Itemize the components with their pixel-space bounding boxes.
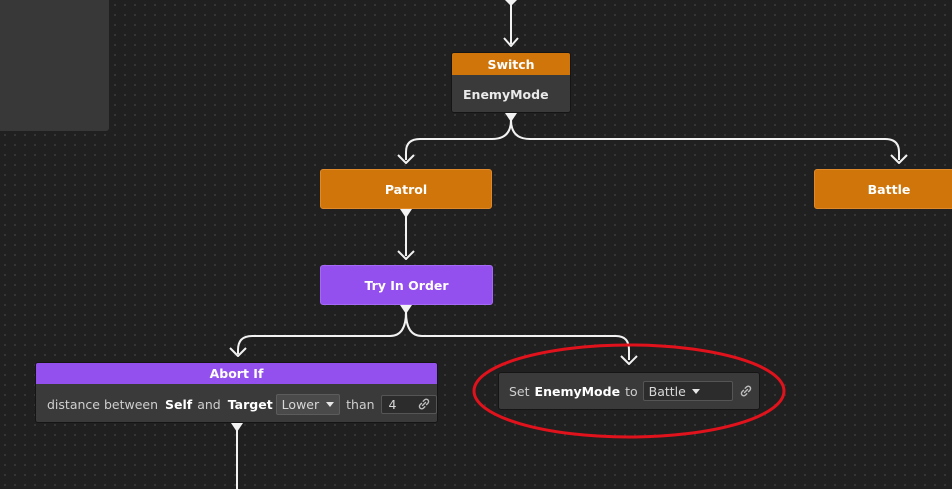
switch-node[interactable]: Switch EnemyMode — [451, 52, 571, 113]
battle-node-title: Battle — [867, 181, 911, 197]
abort-if-title: Abort If — [36, 363, 437, 384]
distance-label: distance between — [47, 396, 158, 412]
threshold-value: 4 — [388, 396, 397, 412]
than-label: than — [346, 396, 375, 412]
link-icon[interactable] — [417, 397, 431, 411]
dropdown-caret-icon — [691, 388, 700, 394]
patrol-node[interactable]: Patrol — [320, 169, 492, 209]
switch-variable: EnemyMode — [452, 75, 570, 112]
set-variable-node[interactable]: Set EnemyMode to Battle — [498, 372, 760, 410]
try-in-order-node[interactable]: Try In Order — [320, 265, 493, 305]
comparison-value: Lower — [281, 396, 320, 412]
self-label: Self — [165, 396, 193, 412]
set-label: Set — [509, 383, 530, 399]
to-label: to — [625, 383, 638, 399]
threshold-field[interactable]: 4 — [380, 394, 437, 414]
set-value-dropdown[interactable]: Battle — [642, 381, 733, 401]
set-value: Battle — [648, 383, 686, 399]
abort-if-node[interactable]: Abort If distance between Self and Targe… — [35, 362, 438, 423]
side-panel — [0, 0, 109, 131]
dropdown-caret-icon — [326, 401, 335, 407]
try-in-order-title: Try In Order — [364, 277, 449, 293]
link-icon[interactable] — [739, 384, 753, 398]
abort-if-condition: distance between Self and Target Lower t… — [36, 384, 437, 422]
set-variable-name: EnemyMode — [534, 383, 621, 399]
comparison-dropdown[interactable]: Lower — [275, 393, 341, 415]
target-label: Target — [227, 396, 273, 412]
patrol-node-title: Patrol — [384, 181, 428, 197]
battle-node[interactable]: Battle — [814, 169, 952, 209]
switch-node-title: Switch — [452, 53, 570, 75]
and-label: and — [197, 396, 221, 412]
